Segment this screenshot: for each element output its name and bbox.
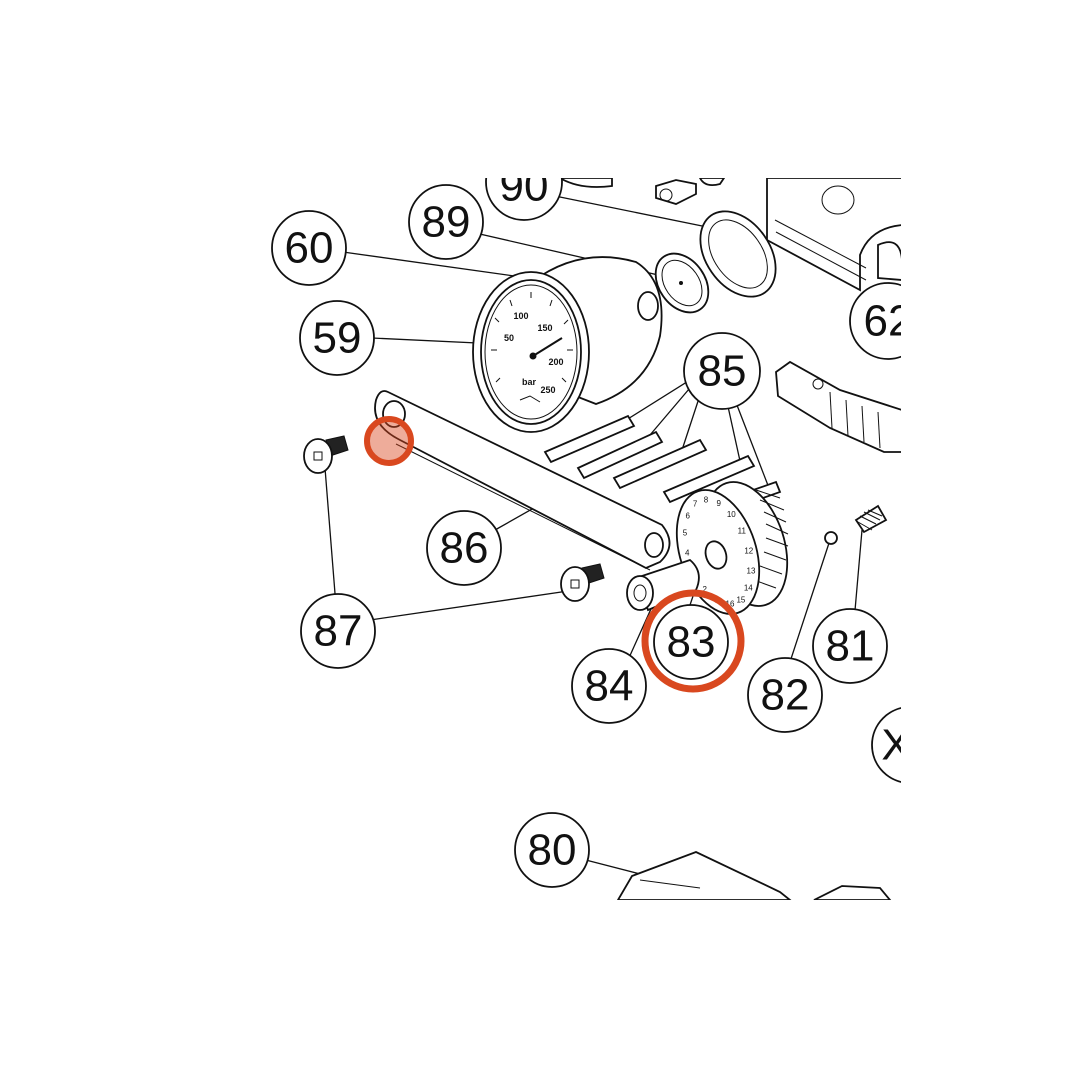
callout-80: 80 [514, 812, 590, 888]
dial-mark: 14 [744, 584, 753, 593]
callout-83: 83 [653, 604, 729, 680]
dial-mark: 10 [727, 510, 736, 519]
o-ring-90 [699, 210, 777, 298]
callout-90: 90 [485, 162, 563, 221]
dial-mark: 16 [726, 600, 735, 609]
gauge-scale-100: 100 [513, 311, 528, 321]
callout-59-label: 59 [313, 314, 362, 363]
dial-mark: 9 [716, 499, 721, 508]
callout-82-label: 82 [761, 671, 810, 720]
callout-82: 82 [747, 657, 823, 733]
callout-87-label: 87 [314, 607, 363, 656]
gauge-scale-250: 250 [540, 385, 555, 395]
dial-mark: 13 [747, 566, 756, 575]
dial-mark: 12 [744, 546, 753, 555]
gauge-scale-150: 150 [537, 323, 552, 333]
callout-80-label: 80 [528, 826, 577, 875]
callout-86: 86 [426, 510, 502, 586]
dial-mark: 6 [685, 511, 690, 520]
callout-90-label: 90 [500, 162, 549, 211]
spring-81 [854, 504, 888, 534]
callout-86-label: 86 [440, 524, 489, 573]
gauge-ticks [491, 292, 573, 383]
callout-62-label: 62 [864, 297, 913, 346]
base-plate-80 [616, 851, 892, 900]
pins-85 [543, 414, 782, 508]
callout-x-label: X [881, 721, 910, 770]
dial-mark: 11 [738, 527, 747, 536]
ball-82 [824, 531, 838, 545]
highlight-washer [364, 416, 414, 466]
gauge-unit: bar [522, 377, 537, 387]
dial-mark: 15 [736, 595, 745, 604]
callout-85: 85 [683, 332, 761, 410]
callout-87: 87 [300, 593, 376, 669]
callout-60-label: 60 [285, 224, 334, 273]
dial-mark: 2 [702, 585, 707, 594]
dial-mark: 4 [685, 549, 690, 558]
callout-83-label: 83 [667, 618, 716, 667]
callout-59: 59 [299, 300, 375, 376]
callout-81-label: 81 [826, 622, 875, 671]
screw-87-right [560, 563, 605, 602]
gauge-scale-50: 50 [504, 333, 514, 343]
callout-81: 81 [812, 608, 888, 684]
dial-mark: 5 [683, 529, 688, 538]
cap-fitting [558, 178, 726, 205]
callout-85-label: 85 [698, 347, 747, 396]
valve-stem [775, 360, 901, 453]
screw-87-left [303, 435, 349, 474]
sleeve-84 [626, 558, 700, 612]
dial-mark: 7 [693, 500, 698, 509]
callout-x: X [871, 707, 910, 783]
housing-block [766, 178, 901, 292]
dial-mark: 8 [704, 495, 709, 504]
pressure-gauge: 50 100 150 200 250 bar [472, 256, 663, 433]
callout-89: 89 [408, 184, 484, 260]
highlight-callout-83 [641, 589, 745, 693]
gauge-scale-200: 200 [548, 357, 563, 367]
callout-84: 84 [571, 648, 647, 724]
callout-60: 60 [271, 210, 347, 286]
callout-84-label: 84 [585, 662, 634, 711]
disc-89 [654, 252, 710, 314]
callout-62: 62 [849, 282, 913, 360]
callout-89-label: 89 [422, 198, 471, 247]
